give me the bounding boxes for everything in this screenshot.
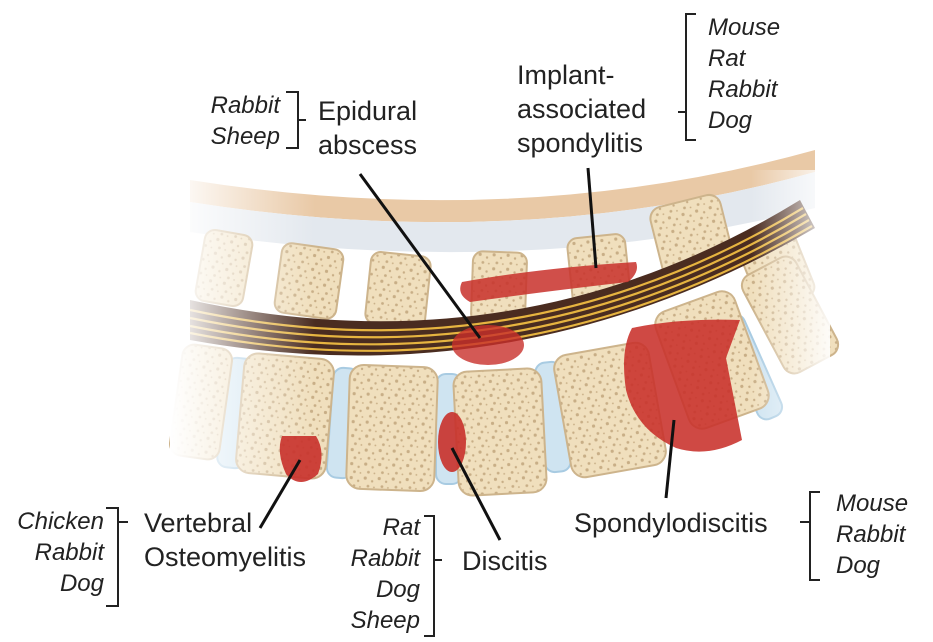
label-discitis: Discitis xyxy=(462,544,548,578)
species-discitis: Rat Rabbit Dog Sheep xyxy=(320,512,420,636)
species-vertebral-item: Rabbit xyxy=(0,537,104,568)
bracket-implant xyxy=(678,14,696,140)
species-implant-item: Rat xyxy=(708,43,780,74)
species-spondylodiscitis: Mouse Rabbit Dog xyxy=(836,488,908,581)
species-epidural-item: Sheep xyxy=(180,121,280,152)
species-spondylodiscitis-item: Rabbit xyxy=(836,519,908,550)
label-epidural-line1: Epidural xyxy=(318,94,417,128)
species-implant-item: Mouse xyxy=(708,12,780,43)
label-vertebral-osteomyelitis: Vertebral Osteomyelitis xyxy=(144,506,306,574)
discitis-lesion xyxy=(438,412,466,472)
label-implant-spondylitis: Implant- associated spondylitis xyxy=(517,58,646,160)
label-implant-line1: Implant- xyxy=(517,58,646,92)
label-epidural-abscess: Epidural abscess xyxy=(318,94,417,162)
label-epidural-line2: abscess xyxy=(318,128,417,162)
label-vertebral-line1: Vertebral xyxy=(144,506,306,540)
bracket-spondylodiscitis xyxy=(800,492,820,580)
species-vertebral-item: Dog xyxy=(0,568,104,599)
bracket-discitis xyxy=(424,516,442,636)
species-discitis-item: Rat xyxy=(320,512,420,543)
species-implant-item: Dog xyxy=(708,105,780,136)
species-discitis-item: Dog xyxy=(320,574,420,605)
species-spondylodiscitis-item: Mouse xyxy=(836,488,908,519)
label-implant-line3: spondylitis xyxy=(517,126,646,160)
species-vertebral: Chicken Rabbit Dog xyxy=(0,506,104,599)
species-epidural: Rabbit Sheep xyxy=(180,90,280,152)
species-vertebral-item: Chicken xyxy=(0,506,104,537)
species-discitis-item: Rabbit xyxy=(320,543,420,574)
bracket-epidural xyxy=(286,92,306,148)
species-epidural-item: Rabbit xyxy=(180,90,280,121)
species-discitis-item: Sheep xyxy=(320,605,420,636)
label-discitis-line1: Discitis xyxy=(462,544,548,578)
label-vertebral-line2: Osteomyelitis xyxy=(144,540,306,574)
label-implant-line2: associated xyxy=(517,92,646,126)
label-spondylodiscitis-line1: Spondylodiscitis xyxy=(574,506,768,540)
species-implant-item: Rabbit xyxy=(708,74,780,105)
label-spondylodiscitis: Spondylodiscitis xyxy=(574,506,768,540)
species-spondylodiscitis-item: Dog xyxy=(836,550,908,581)
epidural-abscess-lesion xyxy=(452,325,524,365)
species-implant: Mouse Rat Rabbit Dog xyxy=(708,12,780,136)
bracket-vertebral xyxy=(106,508,128,606)
